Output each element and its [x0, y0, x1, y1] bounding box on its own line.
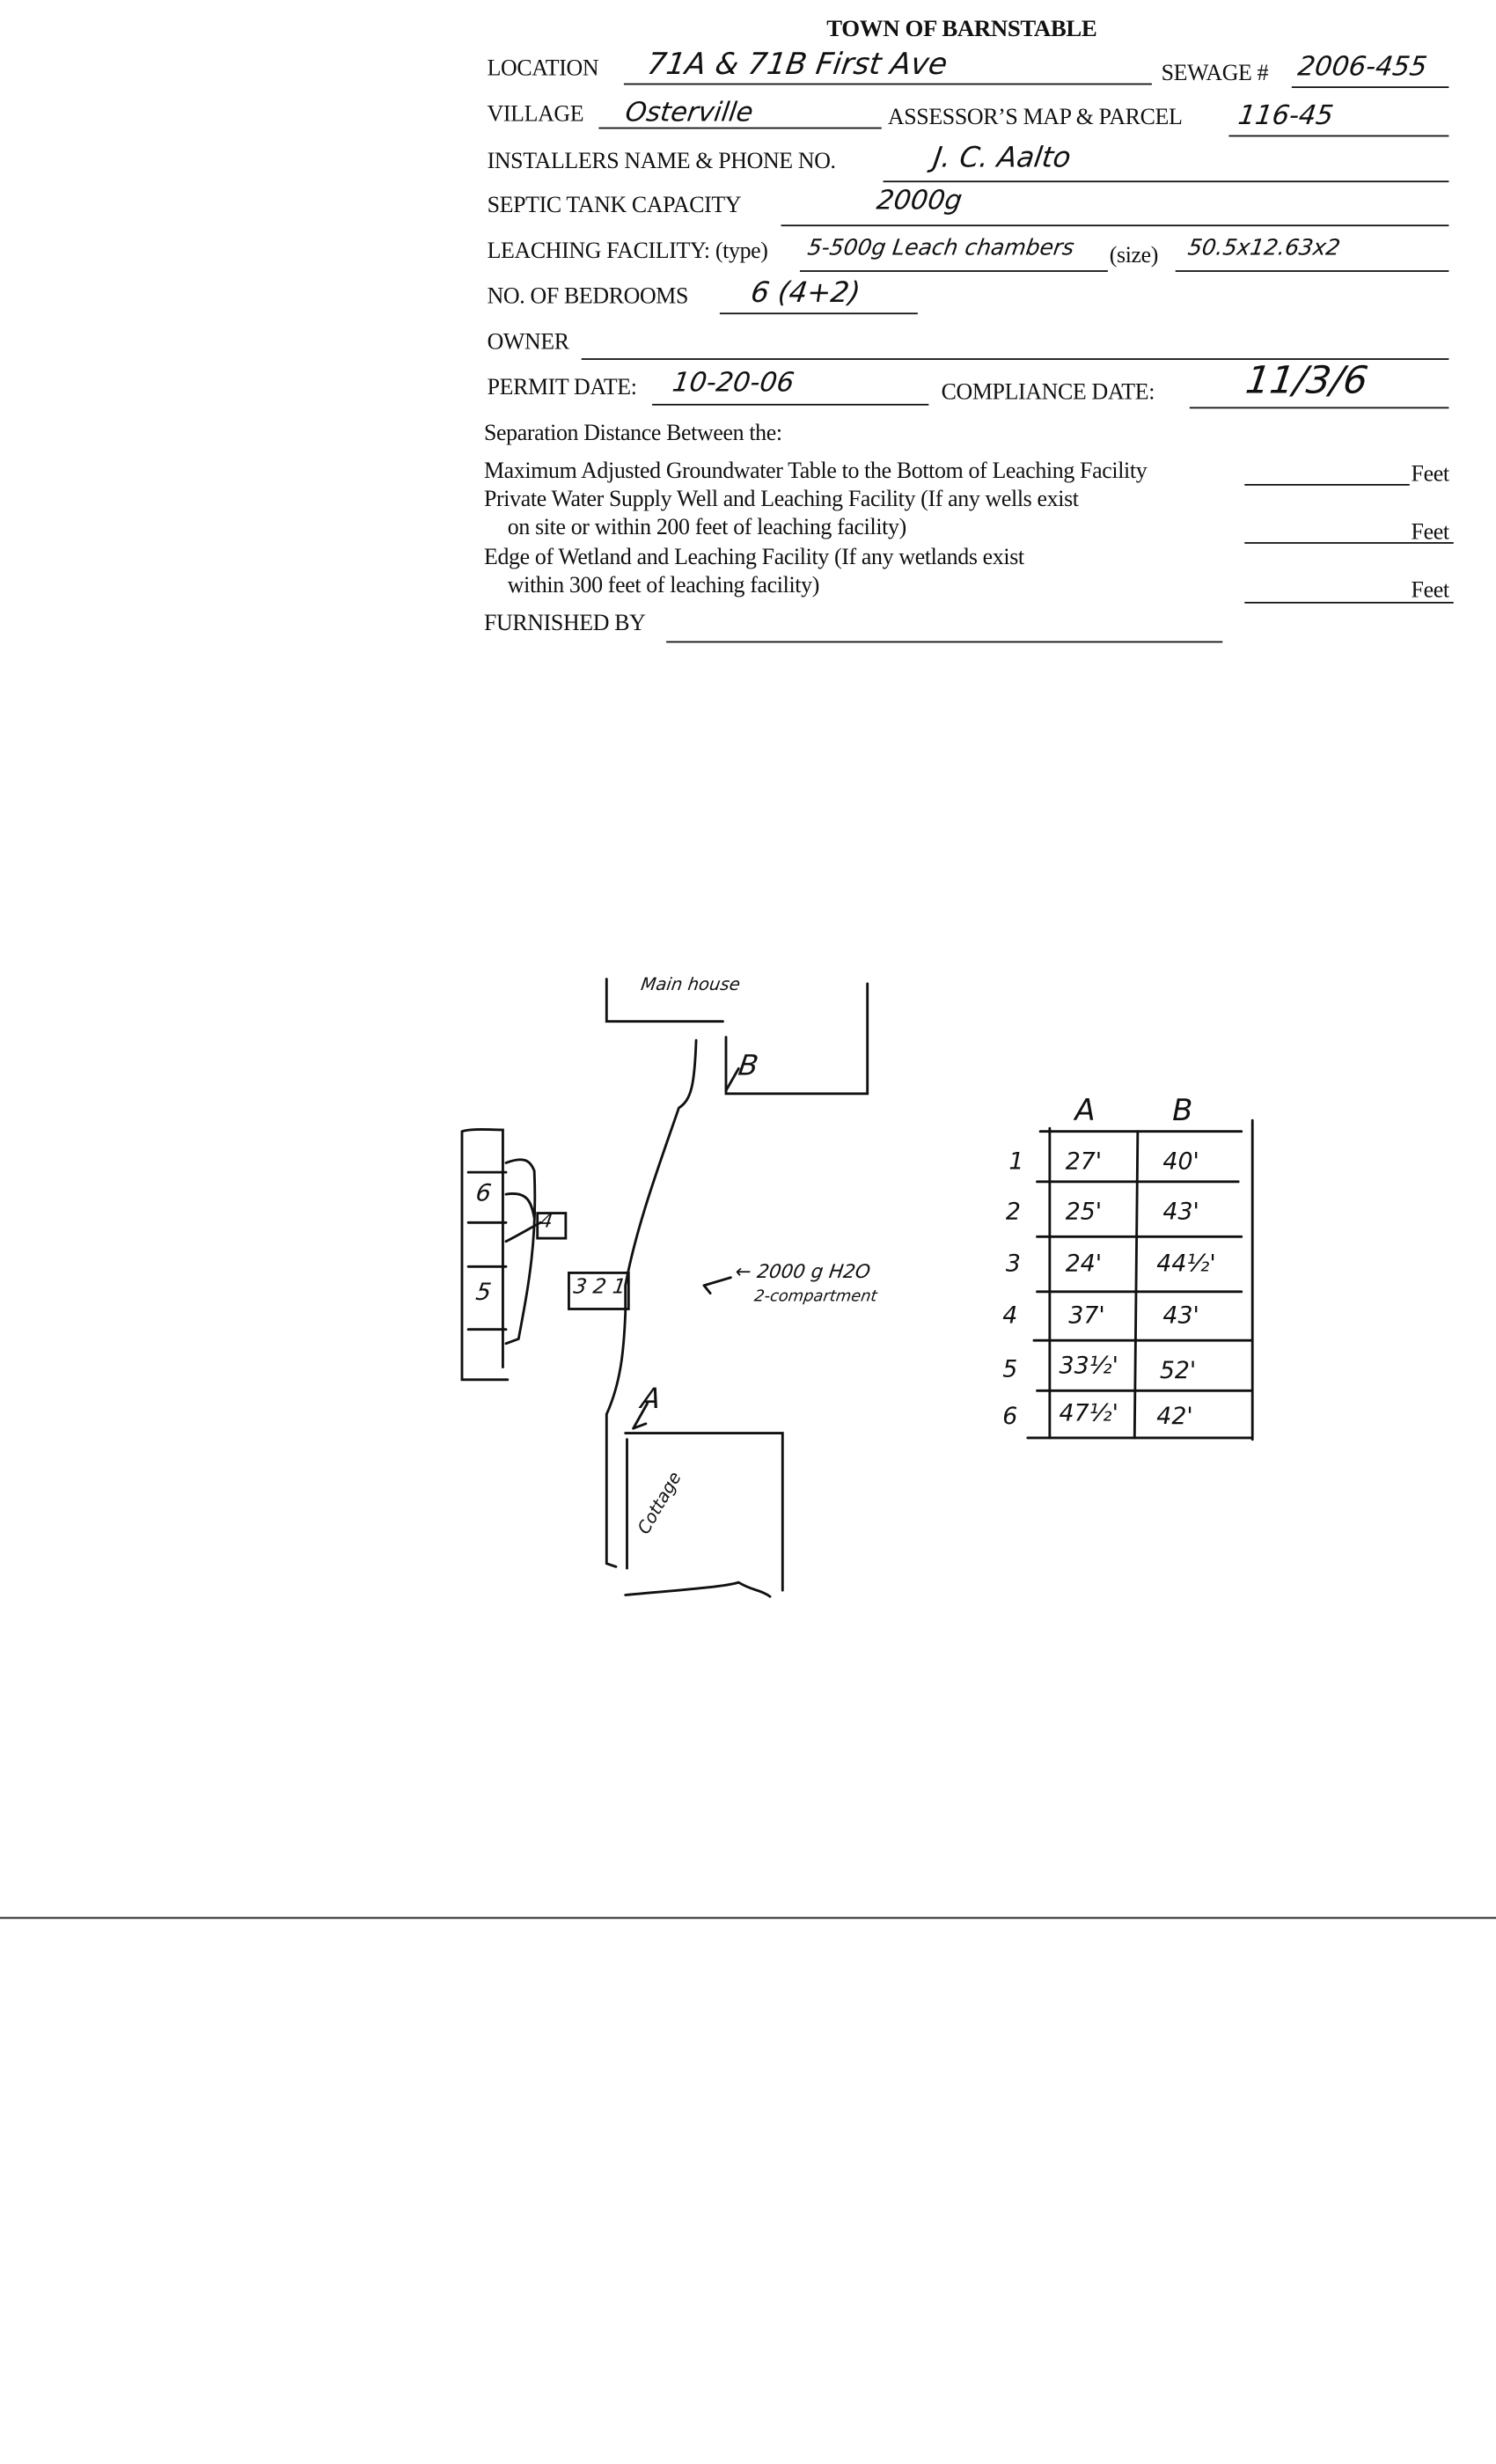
ties-cell-b: 40' [1162, 1147, 1199, 1176]
feet-unit: Feet [1411, 520, 1450, 546]
ties-cell-b: 43' [1162, 1197, 1199, 1226]
feet-unit: Feet [1411, 578, 1450, 604]
separation-heading: Separation Distance Between the: [483, 421, 782, 447]
ties-cell-a: 33½' [1059, 1351, 1118, 1380]
ties-table-grid [1026, 1118, 1254, 1441]
bedrooms-label: NO. OF BEDROOMS [487, 284, 689, 310]
ties-cell-b: 52' [1159, 1356, 1197, 1385]
compliance-date-label: COMPLIANCE DATE: [941, 380, 1155, 406]
location-label: LOCATION [487, 56, 599, 82]
main-house-outline [724, 982, 869, 1096]
ties-cell-a: 37' [1068, 1301, 1105, 1330]
leach-size-label: (size) [1109, 243, 1159, 269]
tank-label: SEPTIC TANK CAPACITY [487, 193, 742, 219]
ties-row-number: 6 [1002, 1401, 1018, 1430]
ties-row-number: 2 [1005, 1197, 1021, 1226]
page-bottom-edge [0, 1917, 1496, 1919]
feet-unit: Feet [1411, 461, 1450, 488]
main-house-label: Main house [639, 974, 742, 995]
form-title: TOWN OF BARNSTABLE [826, 17, 1097, 43]
ties-cell-a: 47½' [1059, 1398, 1118, 1427]
separation-line: Maximum Adjusted Groundwater Table to th… [483, 458, 1148, 484]
ties-cell-b: 44½' [1156, 1249, 1216, 1278]
permit-date-label: PERMIT DATE: [487, 375, 637, 401]
installer-label: INSTALLERS NAME & PHONE NO. [487, 149, 836, 175]
map-parcel-label: ASSESSOR’S MAP & PARCEL [887, 105, 1183, 131]
pipe-line [605, 1038, 698, 1568]
ties-row-number: 3 [1005, 1249, 1021, 1278]
leach-type-label: LEACHING FACILITY: (type) [487, 238, 768, 264]
arrow-b [724, 1067, 740, 1092]
furnished-by-label: FURNISHED BY [483, 611, 646, 637]
tank-box [567, 1271, 630, 1310]
ties-row-number: 1 [1008, 1147, 1024, 1176]
separation-line: within 300 feet of leaching facility) [507, 573, 820, 599]
sewage-label: SEWAGE # [1161, 61, 1269, 87]
ties-row-number: 4 [1002, 1301, 1018, 1330]
cottage-base [624, 1580, 772, 1598]
ties-cell-b: 42' [1156, 1401, 1193, 1430]
note-arrow [702, 1276, 732, 1295]
ties-cell-a: 25' [1065, 1197, 1103, 1226]
tank-box-label: 3 2 1 [571, 1275, 627, 1300]
ties-cell-b: 43' [1162, 1301, 1199, 1330]
ties-cell-a: 24' [1065, 1249, 1103, 1278]
ties-header-a: A [1074, 1093, 1096, 1129]
chamber-outline [460, 1128, 510, 1382]
separation-line: Private Water Supply Well and Leaching F… [483, 487, 1079, 513]
arrow-a [632, 1402, 649, 1430]
tank-note: ← 2000 g H2O [733, 1260, 872, 1283]
ties-header-b: B [1172, 1093, 1193, 1129]
village-label: VILLAGE [487, 102, 584, 128]
ties-row-number: 5 [1002, 1354, 1018, 1383]
main-house-outline [605, 978, 724, 1023]
cottage-outline [624, 1432, 784, 1592]
ties-cell-a: 27' [1065, 1147, 1103, 1176]
owner-label: OWNER [487, 329, 570, 356]
separation-line: on site or within 200 feet of leaching f… [507, 515, 906, 541]
dbox [536, 1212, 568, 1240]
separation-line: Edge of Wetland and Leaching Facility (I… [483, 545, 1024, 571]
tank-note-2: 2-compartment [752, 1288, 878, 1306]
header-pipe [504, 1158, 542, 1346]
